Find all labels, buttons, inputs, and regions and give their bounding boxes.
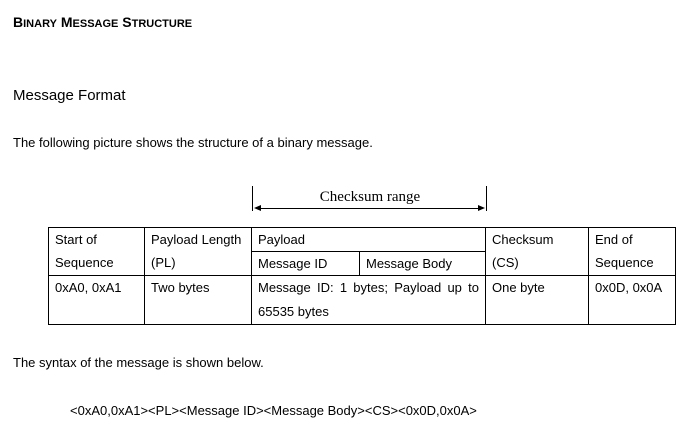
title-rest-essage: ESSAGE xyxy=(72,18,119,30)
syntax-line: <0xA0,0xA1><PL><Message ID><Message Body… xyxy=(70,403,477,418)
cell-pl-value: Two bytes xyxy=(144,275,252,325)
cell-end-head: End of xyxy=(588,227,676,252)
cell-message-body-head: Message Body xyxy=(359,251,486,276)
title-rest-inary: INARY xyxy=(23,18,57,30)
cell-end-head-2: Sequence xyxy=(588,251,676,276)
table-row-subheader: Sequence (PL) Message ID Message Body (C… xyxy=(48,251,676,276)
title-initial-m: M xyxy=(60,14,73,30)
syntax-intro: The syntax of the message is shown below… xyxy=(13,355,264,370)
checksum-range-diagram: Checksum range xyxy=(252,186,488,216)
range-right-tick xyxy=(486,186,487,211)
cell-start-value: 0xA0, 0xA1 xyxy=(48,275,145,325)
table-row-header: Start of Payload Length Payload Checksum… xyxy=(48,227,676,252)
cell-pl-head: Payload Length xyxy=(144,227,252,252)
range-left-tick xyxy=(252,186,253,211)
cell-start-head: Start of xyxy=(48,227,145,252)
cell-start-head-2: Sequence xyxy=(48,251,145,276)
cell-message-id-head: Message ID xyxy=(251,251,360,276)
table-row-values: 0xA0, 0xA1 Two bytes Message ID: 1 bytes… xyxy=(48,275,676,325)
section-title: BINARY MESSAGE STRUCTURE xyxy=(13,14,192,30)
message-structure-table: Start of Payload Length Payload Checksum… xyxy=(48,227,676,325)
cell-cs-value: One byte xyxy=(485,275,589,325)
left-arrowhead-icon xyxy=(254,205,261,211)
checksum-range-label: Checksum range xyxy=(319,189,421,205)
cell-payload-head: Payload xyxy=(251,227,486,252)
payload-value-line1: Message ID: 1 bytes; Payload up to xyxy=(258,280,479,295)
title-initial-s: S xyxy=(122,14,132,30)
cell-cs-head: Checksum xyxy=(485,227,589,252)
range-arrow-line xyxy=(258,208,480,209)
title-rest-tructure: TRUCTURE xyxy=(131,18,193,30)
cell-cs-head-2: (CS) xyxy=(485,251,589,276)
title-initial-b: B xyxy=(13,14,24,30)
subheading-message-format: Message Format xyxy=(13,87,126,104)
cell-payload-value: Message ID: 1 bytes; Payload up to 65535… xyxy=(251,275,486,325)
right-arrowhead-icon xyxy=(478,205,485,211)
cell-pl-head-2: (PL) xyxy=(144,251,252,276)
payload-value-line2: 65535 bytes xyxy=(258,304,329,319)
cell-end-value: 0x0D, 0x0A xyxy=(588,275,676,325)
intro-paragraph: The following picture shows the structur… xyxy=(13,135,373,150)
